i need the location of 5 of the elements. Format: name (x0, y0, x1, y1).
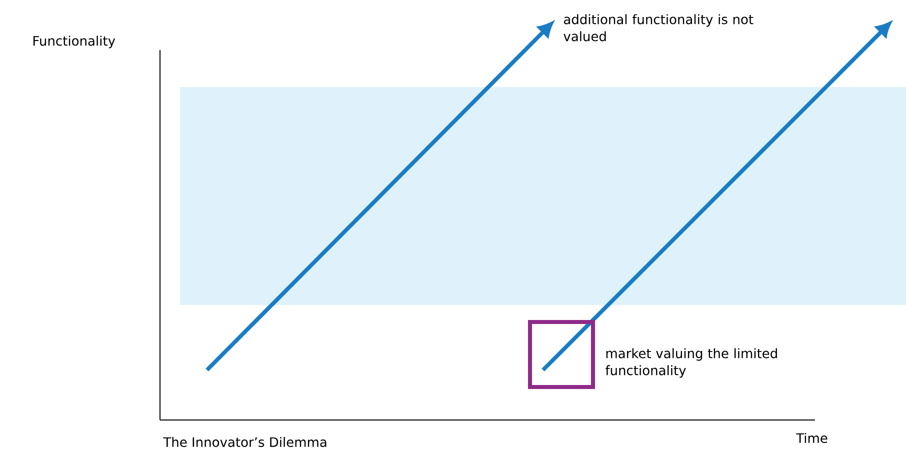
annotation-text: market valuing the limited functionality (606, 348, 777, 378)
axis-label: Functionality (33, 36, 116, 48)
axis-label: Time (796, 432, 828, 444)
caption: The Innovator’s Dilemma (163, 436, 326, 448)
annotation-text: additional functionality is not valued (564, 14, 754, 42)
